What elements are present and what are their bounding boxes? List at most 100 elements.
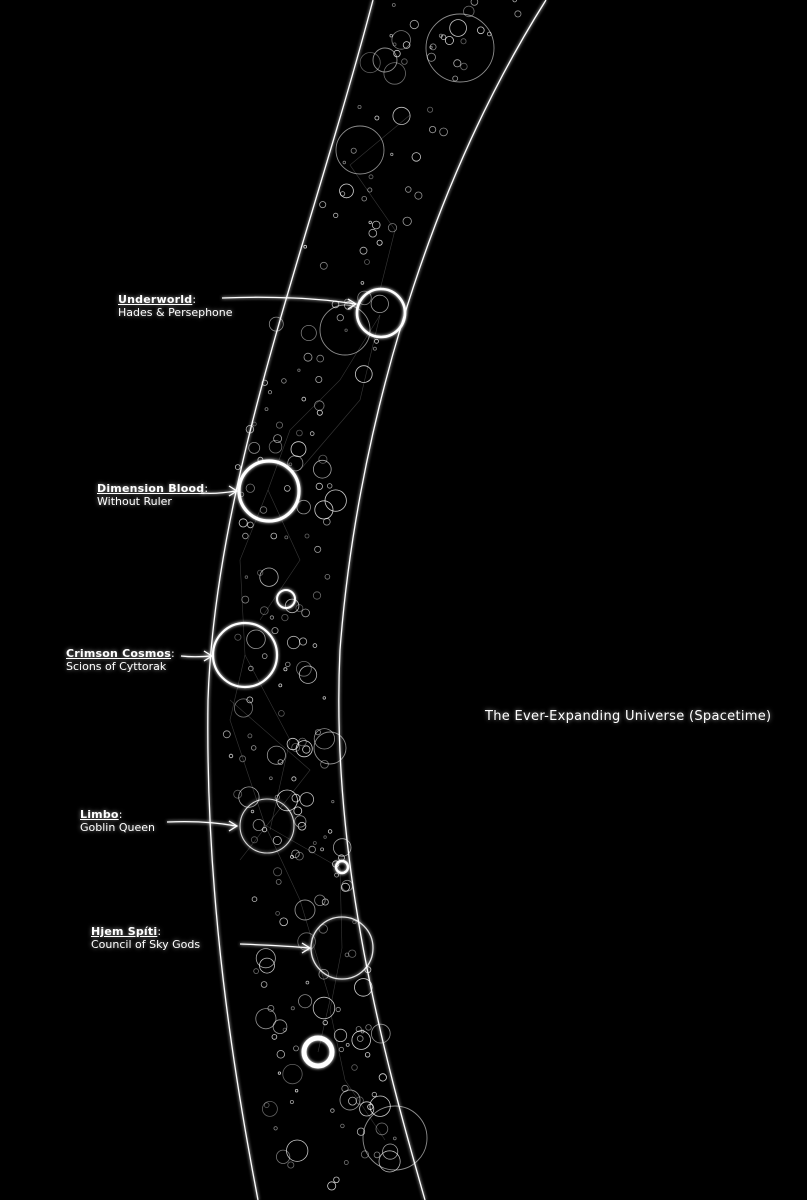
bubble [286, 1139, 309, 1162]
realm-name: Crimson Cosmos [66, 647, 172, 660]
bubble [228, 753, 234, 759]
bubble [266, 745, 286, 765]
bubble [323, 835, 327, 839]
bubble [304, 533, 310, 539]
bubble [296, 499, 311, 515]
bubble [234, 633, 242, 641]
bubble [351, 1064, 358, 1071]
bubble [369, 1095, 391, 1117]
bubble [281, 613, 289, 622]
bubble [252, 421, 257, 427]
realm-name: Hjem Spíti [91, 925, 158, 938]
hjem-spiti-label: Hjem Spíti: Council of Sky Gods [91, 925, 201, 951]
bubble [269, 776, 273, 781]
bubble [276, 789, 298, 812]
bubble [318, 968, 330, 980]
bubble [359, 246, 368, 255]
bubble [356, 1127, 366, 1136]
bubble [389, 34, 393, 38]
realm-name: Underworld [118, 293, 193, 306]
spacetime-band-outer-edge [207, 0, 374, 1200]
connection-line [264, 824, 331, 1053]
bubble [336, 314, 344, 322]
crimson-cosmos-circle [211, 621, 279, 689]
bubble [278, 683, 283, 688]
bubble [261, 653, 268, 659]
bubble [372, 346, 377, 351]
bubble [273, 1126, 278, 1131]
bubble [264, 407, 269, 412]
bubble [290, 1006, 295, 1011]
bubble [338, 854, 345, 862]
bubble [354, 978, 373, 997]
bubble [374, 338, 379, 344]
underworld-arrowhead [347, 298, 358, 310]
bubble [290, 441, 307, 458]
bubble [285, 661, 291, 668]
bubble [314, 729, 321, 736]
bubble [401, 58, 408, 65]
bubble [267, 1005, 275, 1012]
bubble [318, 924, 328, 934]
bubble [270, 532, 278, 540]
bubble [255, 1008, 277, 1030]
bubble [287, 1161, 295, 1169]
bubble [296, 660, 312, 677]
bubble [260, 981, 268, 988]
bubble [286, 635, 301, 650]
realm-name: Limbo [80, 808, 119, 821]
bubble [367, 187, 373, 193]
bubble [273, 867, 283, 877]
connection-line [229, 699, 311, 861]
bubble [298, 994, 313, 1009]
bubble [283, 667, 288, 672]
realm-ruler: Hades & Persephone [118, 306, 233, 319]
bubble [371, 220, 381, 230]
bubble [277, 1071, 281, 1075]
bubble [316, 409, 323, 416]
bubble [320, 759, 329, 769]
bubble [283, 485, 291, 492]
bubble [295, 851, 304, 861]
universe-title: The Ever-Expanding Universe (Spacetime) [485, 709, 772, 724]
bubble [411, 152, 422, 162]
bubble [312, 459, 332, 479]
bubble [341, 879, 354, 892]
bubble [299, 792, 315, 807]
bubble [319, 304, 371, 356]
bubble [333, 838, 352, 857]
bubble [344, 952, 350, 958]
bubble [382, 1143, 399, 1160]
bubble [312, 591, 322, 600]
bubble [275, 911, 280, 916]
bubble [463, 5, 475, 18]
bubble-field [222, 0, 522, 1191]
bubble [391, 30, 411, 50]
bubble [297, 368, 301, 372]
bubble [293, 806, 303, 816]
dimension-blood-circle [237, 459, 301, 523]
bubble [281, 378, 287, 384]
bubble [340, 1123, 345, 1129]
bubble [402, 216, 412, 226]
bubble [370, 1023, 391, 1044]
bubble [339, 1089, 361, 1111]
bubble [390, 152, 394, 156]
bubble [383, 62, 406, 85]
bubble [268, 316, 284, 332]
bubble [453, 59, 462, 68]
connection-line [264, 824, 343, 949]
realm-name: Dimension Blood [97, 482, 205, 495]
bubble [470, 0, 479, 6]
bubble [277, 759, 284, 765]
hjem-spiti-arrow [239, 943, 310, 949]
bubble [299, 637, 308, 646]
bubble [449, 19, 467, 37]
bubble [331, 799, 335, 804]
bubble [333, 212, 339, 218]
hjem-spiti-arrowhead [301, 942, 312, 954]
bubble [364, 966, 372, 974]
bubble [279, 917, 289, 927]
realm-ruler: Council of Sky Gods [91, 938, 201, 951]
